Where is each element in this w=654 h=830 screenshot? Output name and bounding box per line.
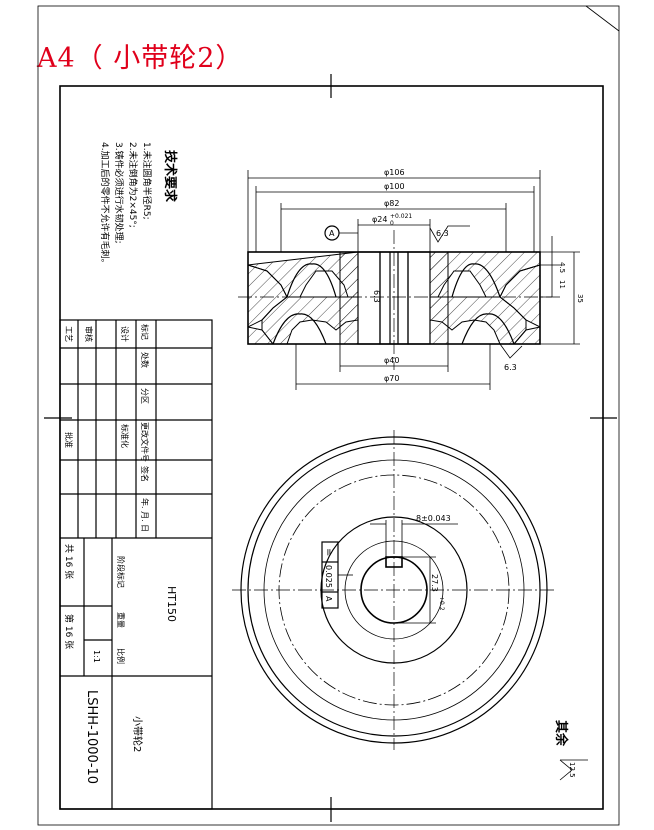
tech-req-item-1: 1.未注圆角半径R5; [141,142,153,220]
tb-stage: 阶段标记 [116,556,126,588]
hub-hatch-right [429,251,449,345]
surface-finish-top: 6.3 [436,229,449,238]
tb-part-name: 小带轮2 [131,716,144,752]
bore-right [407,251,431,345]
tb-review: 审核 [84,326,94,342]
dim-h45: 4.5 [558,262,566,273]
tb-approve: 批准 [64,432,74,448]
tb-drawing-no: LSHH-1000-10 [84,690,99,784]
dim-keyway-depth-tol: +0.2 [438,596,445,611]
tolerance-symbol: = [323,548,334,556]
dim-d40: φ40 [384,356,399,365]
hub-hatch-left [339,251,359,345]
tb-header-signature: 签名 [140,466,150,482]
tb-header-change-doc: 更改文件号 [140,422,150,462]
tb-sheets-total: 共 16 张 [63,544,74,579]
dim-d70: φ70 [384,374,399,383]
dim-h35: 35 [576,294,584,303]
section-dimensions [247,170,580,390]
tb-design: 设计 [120,326,130,342]
outer-border [37,5,620,826]
dim-d100: φ100 [384,182,405,191]
section-view [238,230,552,370]
tb-material: HT150 [165,586,178,622]
dim-keyway-depth: 27.3 [430,574,439,592]
tolerance-datum: A [324,596,333,602]
surface-finish-bottom-mark [499,343,523,359]
tolerance-value: 0.025 [324,565,333,588]
tech-req-item-2: 2.未注倒角为2×45°; [127,142,139,228]
surface-finish-top-mark [429,225,470,243]
tb-scale: 比例 [116,648,126,664]
dim-d106: φ106 [384,168,405,177]
dim-d82: φ82 [384,199,399,208]
tb-header-mark: 标记 [140,324,150,340]
surface-finish-rest: 12.5 [568,762,576,778]
tolerance-frame [321,541,353,609]
tech-req-heading: 技术要求 [162,150,178,203]
surface-finish-rest-label: 其余 [553,720,569,747]
dim-bore: φ24 [372,215,387,224]
tb-header-zone: 分区 [140,388,149,404]
front-dimensions [370,520,458,624]
surface-finish-rest-mark [559,759,588,781]
tb-process: 工艺 [64,326,73,342]
datum-a-label: A [329,229,335,238]
dim-h11: 11 [558,280,566,289]
tb-weight: 重量 [116,612,126,628]
dim-keyway-width: 8±0.043 [416,514,451,523]
trim-mark [585,5,620,32]
surface-finish-bottom: 6.3 [504,363,517,372]
tb-sheet-no: 第 16 张 [63,614,75,649]
tb-standardize: 标准化 [120,424,130,448]
dim-bore-tol-lower: 0 [390,220,394,227]
page-title: A4（ 小带轮2） [37,43,244,74]
tech-req-item-3: 3.铸件必须进行水韧处理; [113,142,125,244]
tb-header-date: 年. 月. 日 [140,498,150,532]
tb-header-count: 处数 [140,352,150,368]
tb-scale-value: 1:1 [92,650,101,663]
centering-marks [44,74,617,822]
front-view [232,430,556,750]
dim-bore-tol-upper: +0.021 [390,213,412,220]
tech-req-item-4: 4.加工后的零件不允许有毛刺。 [99,142,111,268]
surface-finish-inner: 6.3 [372,290,381,303]
title-block [59,319,213,810]
